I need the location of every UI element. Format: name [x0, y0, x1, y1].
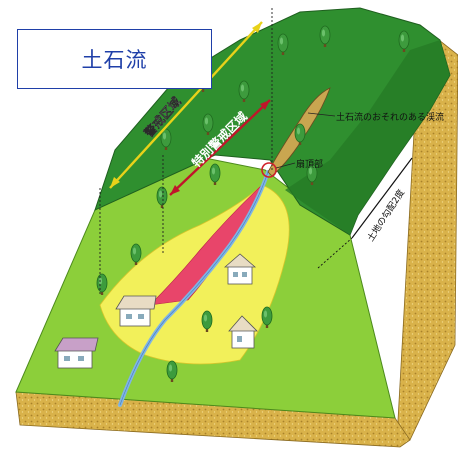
title-box: 土石流 — [17, 29, 212, 89]
house-icon — [223, 253, 257, 285]
house-icon — [115, 295, 157, 327]
special-warning-zone-arrow — [169, 99, 271, 196]
warning-zone-arrow — [109, 21, 263, 189]
house-icon — [228, 315, 258, 349]
stream-label: 土石流のおそれのある渓流 — [336, 111, 444, 123]
page-title: 土石流 — [81, 48, 148, 72]
hill-shading — [285, 40, 450, 235]
house-icon — [54, 337, 99, 369]
fan-apex-marker — [261, 162, 277, 178]
fan-apex-label: 扇頂部 — [296, 158, 323, 170]
